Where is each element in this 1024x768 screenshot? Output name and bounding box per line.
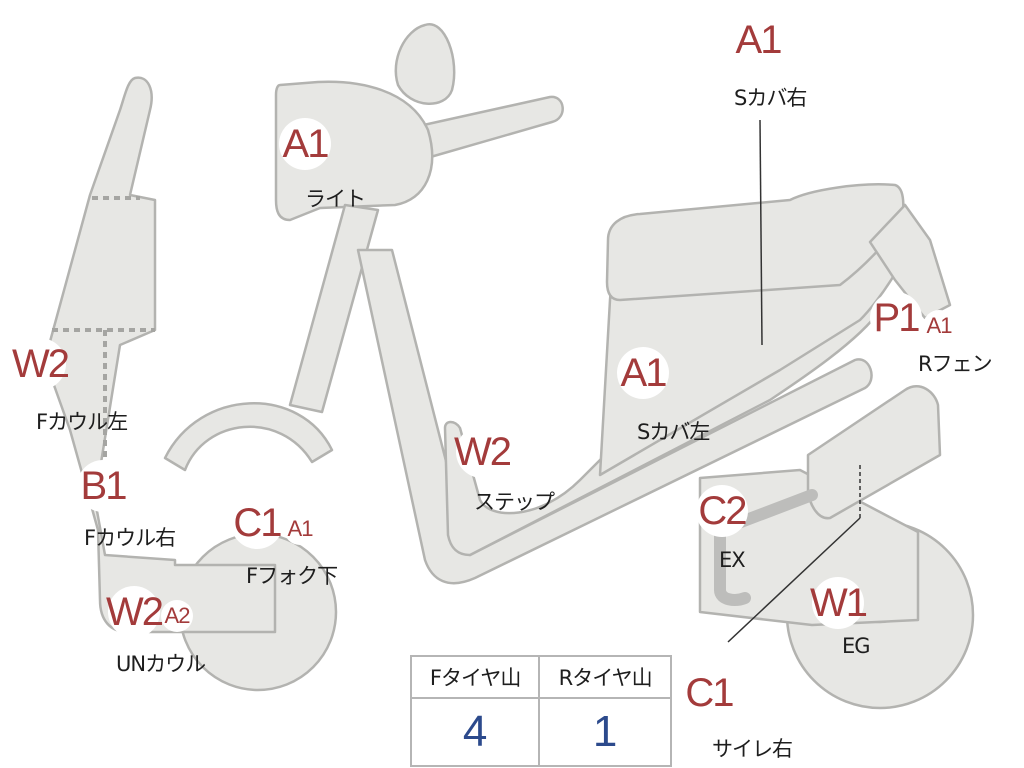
tire-header-rear: Rタイヤ山 bbox=[538, 655, 672, 699]
tag-s-cover-right[interactable]: A1 bbox=[732, 14, 784, 66]
tire-value-front[interactable]: 4 bbox=[409, 697, 541, 767]
rear-fender bbox=[868, 203, 952, 320]
leader-s-cover-right bbox=[759, 119, 763, 346]
label-muffler-right: サイレ右 bbox=[712, 737, 793, 761]
label-f-cowl-left: Fカウル左 bbox=[36, 410, 128, 434]
tire-header-front: Fタイヤ山 bbox=[409, 655, 541, 699]
label-exhaust: EX bbox=[719, 548, 746, 572]
label-f-fork-lower: Fフォク下 bbox=[246, 564, 338, 588]
front-fender bbox=[163, 402, 334, 472]
headlight-housing bbox=[274, 80, 434, 222]
tag-exhaust[interactable]: C2 bbox=[696, 485, 748, 537]
label-engine: EG bbox=[842, 634, 871, 658]
tag-un-cowl[interactable]: W2 bbox=[106, 586, 164, 638]
leader-muffler-right bbox=[727, 517, 861, 643]
tag-f-cowl-left[interactable]: W2 bbox=[12, 338, 70, 390]
label-r-fender: Rフェン bbox=[918, 352, 993, 376]
handlebar bbox=[408, 95, 564, 162]
steering-column bbox=[288, 203, 380, 414]
label-un-cowl: UNカウル bbox=[116, 652, 206, 676]
label-step: ステップ bbox=[474, 490, 555, 514]
subtag-r-fender[interactable]: A1 bbox=[923, 310, 955, 342]
tag-r-fender[interactable]: P1 bbox=[870, 292, 922, 344]
mirror bbox=[394, 23, 456, 105]
label-light: ライト bbox=[305, 187, 366, 211]
tag-step[interactable]: W2 bbox=[454, 426, 512, 478]
subtag-f-fork-lower[interactable]: A1 bbox=[284, 513, 316, 545]
tire-value-rear[interactable]: 1 bbox=[538, 697, 672, 767]
seat bbox=[605, 183, 905, 302]
tire-tread-table: Fタイヤ山 Rタイヤ山 4 1 bbox=[409, 655, 672, 767]
tag-f-fork-lower[interactable]: C1 bbox=[231, 497, 283, 549]
main-frame bbox=[356, 248, 873, 585]
tag-engine[interactable]: W1 bbox=[810, 577, 868, 629]
label-f-cowl-right: Fカウル右 bbox=[84, 526, 176, 550]
subtag-un-cowl[interactable]: A2 bbox=[161, 600, 193, 632]
tag-light[interactable]: A1 bbox=[279, 118, 331, 170]
tag-muffler-right[interactable]: C1 bbox=[683, 667, 735, 719]
tag-f-cowl-right[interactable]: B1 bbox=[77, 460, 129, 512]
label-s-cover-left: Sカバ左 bbox=[637, 420, 710, 444]
label-s-cover-right: Sカバ右 bbox=[734, 86, 807, 110]
tag-s-cover-left[interactable]: A1 bbox=[617, 347, 669, 399]
